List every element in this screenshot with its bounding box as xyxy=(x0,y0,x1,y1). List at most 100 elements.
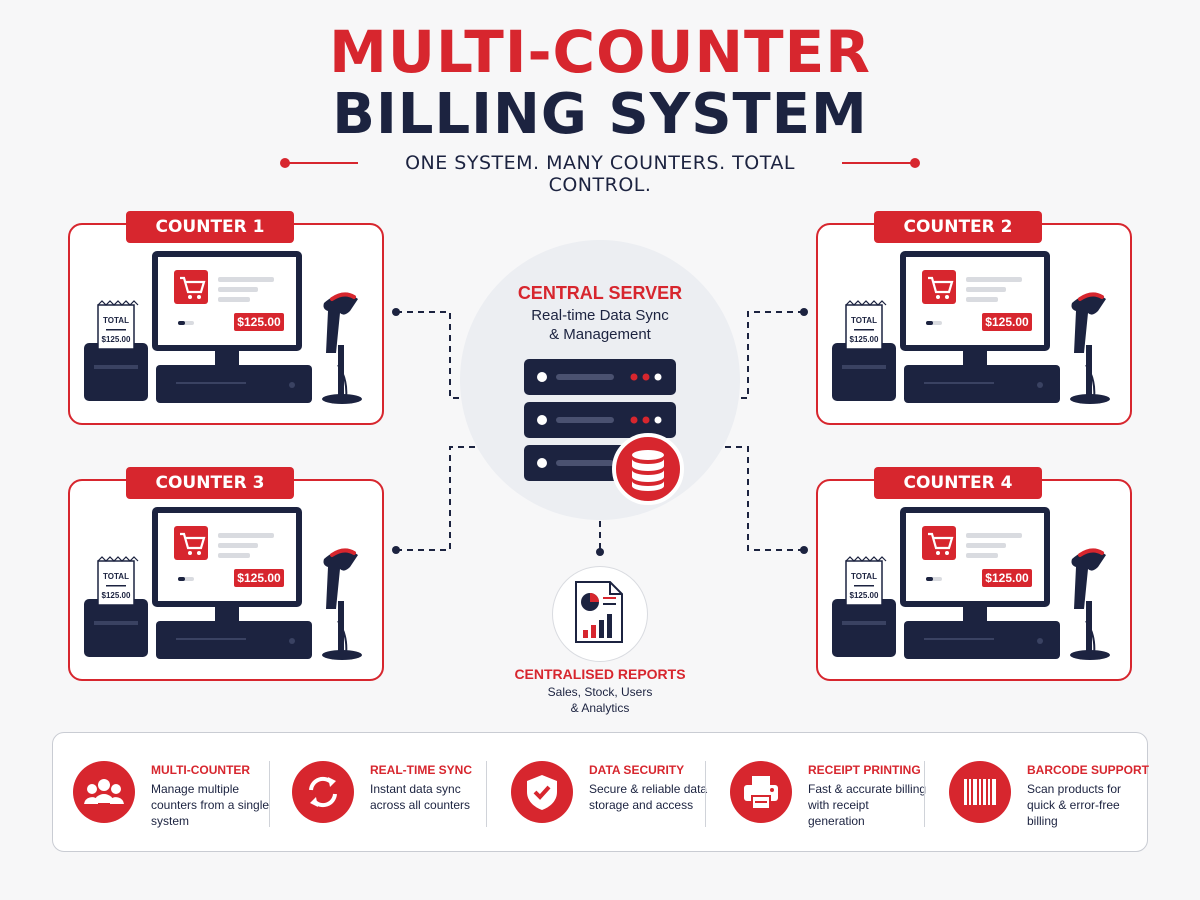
sync-icon xyxy=(292,761,354,823)
server-subtitle-line-1: Real-time Data Sync xyxy=(531,307,669,324)
printer-icon xyxy=(730,761,792,823)
counter-3-label: COUNTER 3 xyxy=(126,467,294,499)
cash-drawer xyxy=(156,365,312,403)
pos-terminal-illustration: TOTAL$125.00 $125.00 xyxy=(832,507,1110,660)
receipt-amount: $125.00 xyxy=(102,591,131,600)
cash-drawer xyxy=(904,365,1060,403)
screen-line xyxy=(966,553,998,558)
feature-divider xyxy=(486,761,487,827)
barcode-scanner xyxy=(322,292,362,404)
barcode-scanner xyxy=(1070,292,1110,404)
screen-price: $125.00 xyxy=(985,571,1029,585)
server-rack-icon xyxy=(524,359,684,505)
users-icon xyxy=(73,761,135,823)
screen-toggle-knob xyxy=(926,321,933,325)
screen-line xyxy=(966,277,1022,282)
pos-terminal-illustration: TOTAL $125.00 $125.00 xyxy=(832,251,1110,404)
shopping-cart-icon xyxy=(922,526,956,560)
receipt-paper: TOTAL$125.00 xyxy=(97,300,139,350)
shopping-cart-icon xyxy=(174,526,208,560)
feature-description: Instant data sync across all counters xyxy=(370,782,471,812)
monitor xyxy=(152,251,302,365)
screen-line xyxy=(218,553,250,558)
receipt-printer xyxy=(84,599,148,657)
feature-description: Fast & accurate billing with receipt gen… xyxy=(808,782,927,828)
barcode-icon xyxy=(949,761,1011,823)
title-line-2: BILLING SYSTEM xyxy=(332,82,868,147)
feature-title: DATA SECURITY xyxy=(589,763,685,777)
price-tag: $125.00 xyxy=(234,313,284,331)
feature-multi-counter: MULTI-COUNTER Manage multiple counters f… xyxy=(53,733,272,853)
feature-barcode-support: BARCODE SUPPORT Scan products for quick … xyxy=(929,733,1150,853)
shopping-cart-icon xyxy=(174,270,208,304)
reports-title: CENTRALISED REPORTS xyxy=(514,666,686,682)
screen-line xyxy=(218,287,258,292)
counter-2-label: COUNTER 2 xyxy=(874,211,1042,243)
feature-description: Secure & reliable data storage and acces… xyxy=(589,782,708,812)
screen-line xyxy=(218,297,250,302)
shopping-cart-icon xyxy=(922,270,956,304)
screen-line xyxy=(966,287,1006,292)
monitor xyxy=(900,507,1050,621)
screen-toggle-knob xyxy=(178,321,185,325)
feature-description: Manage multiple counters from a single s… xyxy=(151,782,270,828)
feature-divider xyxy=(269,761,270,827)
screen-line xyxy=(966,533,1022,538)
monitor xyxy=(152,507,302,621)
receipt-printer xyxy=(832,343,896,401)
feature-title: RECEIPT PRINTING xyxy=(808,763,921,777)
connector-counter-2 xyxy=(706,311,804,399)
price-tag: $125.00 xyxy=(982,313,1032,331)
receipt-amount: $125.00 xyxy=(850,335,879,344)
reports-subtitle-line-2: & Analytics xyxy=(570,701,630,715)
counter-3-box: COUNTER 3 TOTAL $125.00$125.00 xyxy=(68,467,384,681)
title-line-1: MULTI-COUNTER xyxy=(329,18,871,86)
tagline-line-right xyxy=(842,162,914,164)
counter-1-box: COUNTER 1 TOTAL$125.00 $125.00 xyxy=(68,211,384,425)
receipt-total-label: TOTAL xyxy=(851,572,877,581)
screen-toggle-knob xyxy=(926,577,933,581)
receipt-total-label: TOTAL xyxy=(103,572,129,581)
server-subtitle-line-2: & Management xyxy=(549,326,651,343)
receipt-total-label: TOTAL xyxy=(851,316,877,325)
pos-terminal-illustration: TOTAL$125.00 $125.00 xyxy=(84,251,362,404)
barcode-scanner xyxy=(1070,548,1110,660)
screen-line xyxy=(218,533,274,538)
feature-title: MULTI-COUNTER xyxy=(151,763,251,777)
counter-1-label: COUNTER 1 xyxy=(126,211,294,243)
monitor xyxy=(900,251,1050,365)
barcode-scanner xyxy=(322,548,362,660)
feature-data-security: DATA SECURITY Secure & reliable data sto… xyxy=(491,733,710,853)
screen-price: $125.00 xyxy=(985,315,1029,329)
server-title: CENTRAL SERVER xyxy=(517,283,683,303)
report-document-icon xyxy=(575,581,623,643)
feature-real-time-sync: REAL-TIME SYNC Instant data sync across … xyxy=(272,733,491,853)
server-unit-2 xyxy=(524,402,676,438)
reports-subtitle-line-1: Sales, Stock, Users xyxy=(547,685,653,699)
counter-2-box: COUNTER 2 TOTAL $125.00 $125.00 xyxy=(816,211,1132,425)
screen-line xyxy=(966,543,1006,548)
receipt-printer xyxy=(84,343,148,401)
shield-check-icon xyxy=(511,761,573,823)
feature-title: BARCODE SUPPORT xyxy=(1027,763,1150,777)
counter-4-label: COUNTER 4 xyxy=(874,467,1042,499)
server-unit-1 xyxy=(524,359,676,395)
cash-drawer xyxy=(156,621,312,659)
feature-receipt-printing: RECEIPT PRINTING Fast & accurate billing… xyxy=(710,733,929,853)
pos-terminal-illustration: TOTAL $125.00$125.00 xyxy=(84,507,362,660)
receipt-paper: TOTAL $125.00 xyxy=(845,300,887,350)
receipt-paper: TOTAL $125.00 xyxy=(97,556,139,606)
receipt-paper: TOTAL$125.00 xyxy=(845,556,887,606)
connector-counter-4 xyxy=(706,446,804,551)
tagline: ONE SYSTEM. MANY COUNTERS. TOTAL CONTROL… xyxy=(405,152,795,196)
feature-divider xyxy=(924,761,925,827)
screen-price: $125.00 xyxy=(237,315,281,329)
connector-counter-1 xyxy=(396,311,494,399)
features-bar: MULTI-COUNTER Manage multiple counters f… xyxy=(52,732,1150,853)
tagline-dot-left xyxy=(280,158,290,168)
feature-title: REAL-TIME SYNC xyxy=(370,763,472,777)
feature-divider xyxy=(705,761,706,827)
screen-line xyxy=(966,297,998,302)
feature-description: Scan products for quick & error-free bil… xyxy=(1027,782,1122,828)
cash-drawer xyxy=(904,621,1060,659)
